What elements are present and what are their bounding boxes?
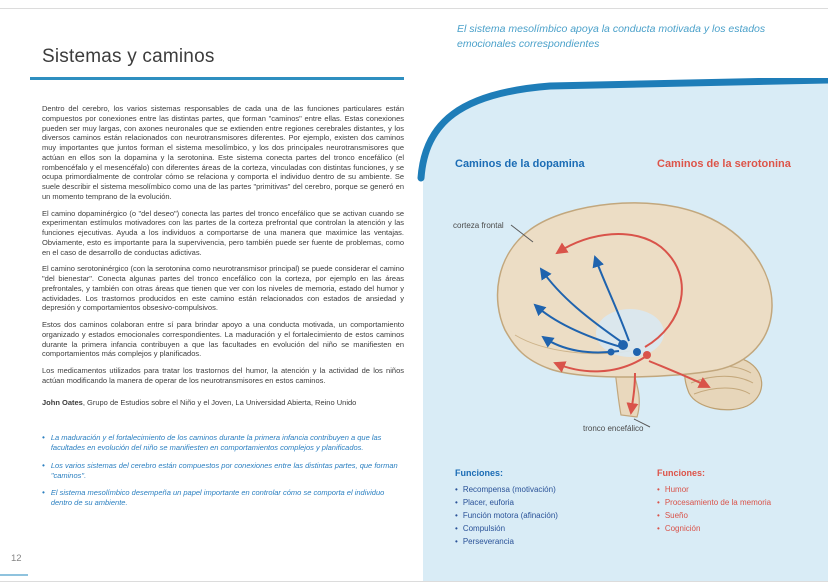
serotonin-functions: Funciones: •Humor •Procesamiento de la m…: [657, 468, 817, 535]
bullet-icon: •: [455, 498, 458, 507]
pull-quote: El sistema mesolímbico apoya la conducta…: [457, 23, 766, 50]
key-point-text: La maduración y el fortalecimiento de lo…: [50, 433, 382, 453]
dopamine-nuclei: [607, 340, 641, 356]
serotonin-heading: Caminos de la serotonina: [657, 158, 791, 170]
dopamine-functions-heading: Funciones:: [455, 468, 504, 478]
key-point: • Los varios sistemas del cerebro están c…: [42, 461, 404, 481]
list-item: •Función motora (afinación): [455, 511, 558, 520]
frontal-leader-line: [510, 224, 534, 243]
serotonin-nucleus: [643, 351, 651, 359]
serotonin-functions-list: •Humor •Procesamiento de la memoria •Sue…: [657, 483, 817, 535]
bullet-icon: •: [657, 524, 660, 533]
bullet-icon: •: [455, 537, 458, 546]
paragraph: Dentro del cerebro, los varios sistemas …: [42, 104, 404, 201]
author-name: John Oates: [42, 397, 83, 407]
bullet-icon: •: [657, 511, 660, 520]
title-rule: [30, 77, 404, 80]
serotonin-pathways: [553, 233, 711, 415]
key-point-text: El sistema mesolímbico desempeña un pape…: [50, 487, 385, 507]
brainstem-label: tronco encefálico: [583, 424, 644, 433]
bullet-icon: •: [42, 433, 45, 443]
list-item: •Perseverancia: [455, 537, 514, 546]
key-point: • El sistema mesolímbico desempeña un pap…: [42, 488, 404, 508]
page-bottom-edge: [0, 581, 828, 582]
serotonin-functions-heading: Funciones:: [657, 468, 706, 478]
paragraph: Estos dos caminos colaboran entre sí par…: [42, 320, 404, 359]
paragraph: El camino dopaminérgico (o "del deseo") …: [42, 208, 404, 257]
dopamine-functions: Funciones: •Recompensa (motivación) •Pla…: [455, 468, 650, 548]
author-affiliation: , Grupo de Estudios sobre el Niño y el J…: [82, 397, 357, 407]
paragraph: Los medicamentos utilizados para tratar …: [42, 366, 404, 385]
swoosh-curve: [417, 78, 828, 182]
list-item: •Recompensa (motivación): [455, 485, 556, 494]
list-item: •Procesamiento de la memoria: [657, 498, 772, 507]
article-body: Dentro del cerebro, los varios sistemas …: [42, 104, 404, 515]
key-point: • La maduración y el fortalecimiento de l…: [42, 433, 404, 453]
dopamine-heading: Caminos de la dopamina: [455, 158, 585, 170]
bullet-icon: •: [657, 485, 660, 494]
bullet-icon: •: [455, 511, 458, 520]
bullet-icon: •: [657, 498, 660, 507]
bullet-icon: •: [42, 460, 45, 470]
list-item: •Sueño: [657, 511, 688, 520]
list-item: •Cognición: [657, 524, 701, 533]
page-number: 12: [11, 553, 22, 564]
frontal-cortex-label: corteza frontal: [453, 221, 504, 230]
dopamine-functions-list: •Recompensa (motivación) •Placer, eufori…: [455, 483, 650, 548]
bullet-icon: •: [42, 487, 45, 497]
brain-illustration: corteza frontal tronco encefálico: [453, 202, 773, 433]
page-number-tick: [0, 574, 28, 576]
page-title: Sistemas y caminos: [42, 46, 215, 67]
bullet-icon: •: [455, 524, 458, 533]
bullet-icon: •: [455, 485, 458, 494]
key-point-text: Los varios sistemas del cerebro están co…: [50, 460, 398, 480]
brainstem-leader-line: [633, 418, 651, 428]
list-item: •Compulsión: [455, 524, 506, 533]
list-item: •Humor: [657, 485, 689, 494]
key-points-list: • La maduración y el fortalecimiento de l…: [42, 433, 404, 508]
paragraph: El camino serotoninérgico (con la seroto…: [42, 264, 404, 313]
list-item: •Placer, euforia: [455, 498, 514, 507]
page-top-edge: [0, 8, 828, 9]
midbrain-region: [596, 309, 664, 357]
author-line: John Oates, Grupo de Estudios sobre el N…: [42, 398, 404, 408]
